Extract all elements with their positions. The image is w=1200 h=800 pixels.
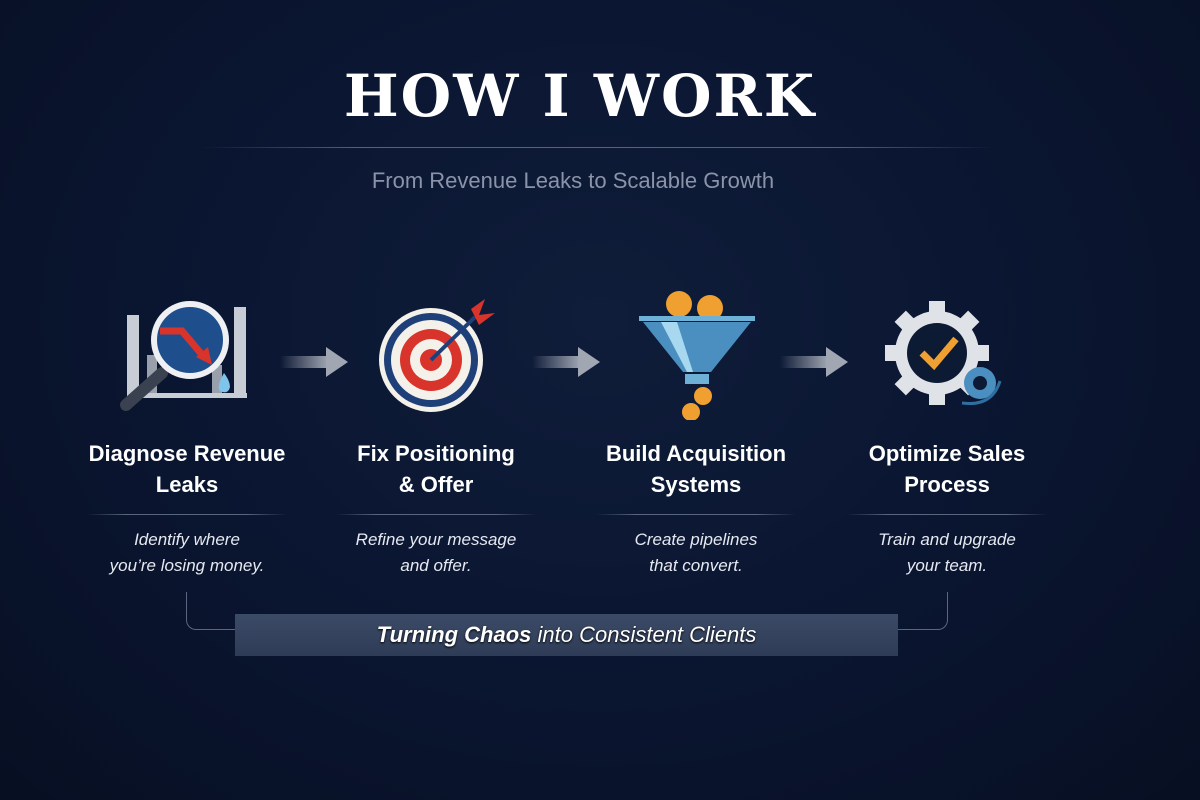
step-desc-line1: Identify where — [134, 530, 240, 549]
page-title: HOW I WORK — [343, 62, 817, 130]
funnel-icon — [576, 290, 816, 420]
step-title-line1: Fix Positioning — [357, 441, 515, 466]
step-title-line1: Build Acquisition — [605, 441, 787, 466]
step-title-line2: Process — [904, 472, 990, 497]
step-desc-line2: that convert. — [649, 556, 743, 575]
step-title-line1: Optimize Sales — [868, 441, 1026, 466]
step-divider — [336, 514, 536, 515]
target-icon — [316, 290, 556, 420]
step-desc-line2: your team. — [906, 556, 988, 575]
step-title-line1: Diagnose Revenue — [88, 441, 286, 466]
magnifier-chart-icon — [67, 290, 307, 420]
arrow-right-icon — [280, 345, 350, 384]
step-divider — [847, 514, 1047, 515]
step-divider — [87, 514, 287, 515]
step-positioning: Fix Positioning & Offer Refine your messa… — [316, 290, 556, 579]
tagline-rest: into Consistent Clients — [531, 622, 757, 647]
gear-check-icon — [827, 290, 1067, 420]
step-title-line2: & Offer — [398, 472, 474, 497]
step-divider — [596, 514, 796, 515]
arrow-right-icon — [532, 345, 602, 384]
step-title-line2: Leaks — [155, 472, 219, 497]
tagline-bold: Turning Chaos — [376, 622, 532, 647]
tagline-banner: Turning Chaos into Consistent Clients — [235, 614, 898, 656]
step-desc-line2: and offer. — [400, 556, 472, 575]
arrow-right-icon — [780, 345, 850, 384]
step-desc-line1: Train and upgrade — [878, 530, 1016, 549]
step-desc-line1: Refine your message — [355, 530, 517, 549]
step-desc-line2: you’re losing money. — [109, 556, 265, 575]
title-divider — [200, 147, 995, 148]
page-subtitle: From Revenue Leaks to Scalable Growth — [371, 168, 775, 193]
step-desc-line1: Create pipelines — [634, 530, 758, 549]
step-title-line2: Systems — [650, 472, 742, 497]
